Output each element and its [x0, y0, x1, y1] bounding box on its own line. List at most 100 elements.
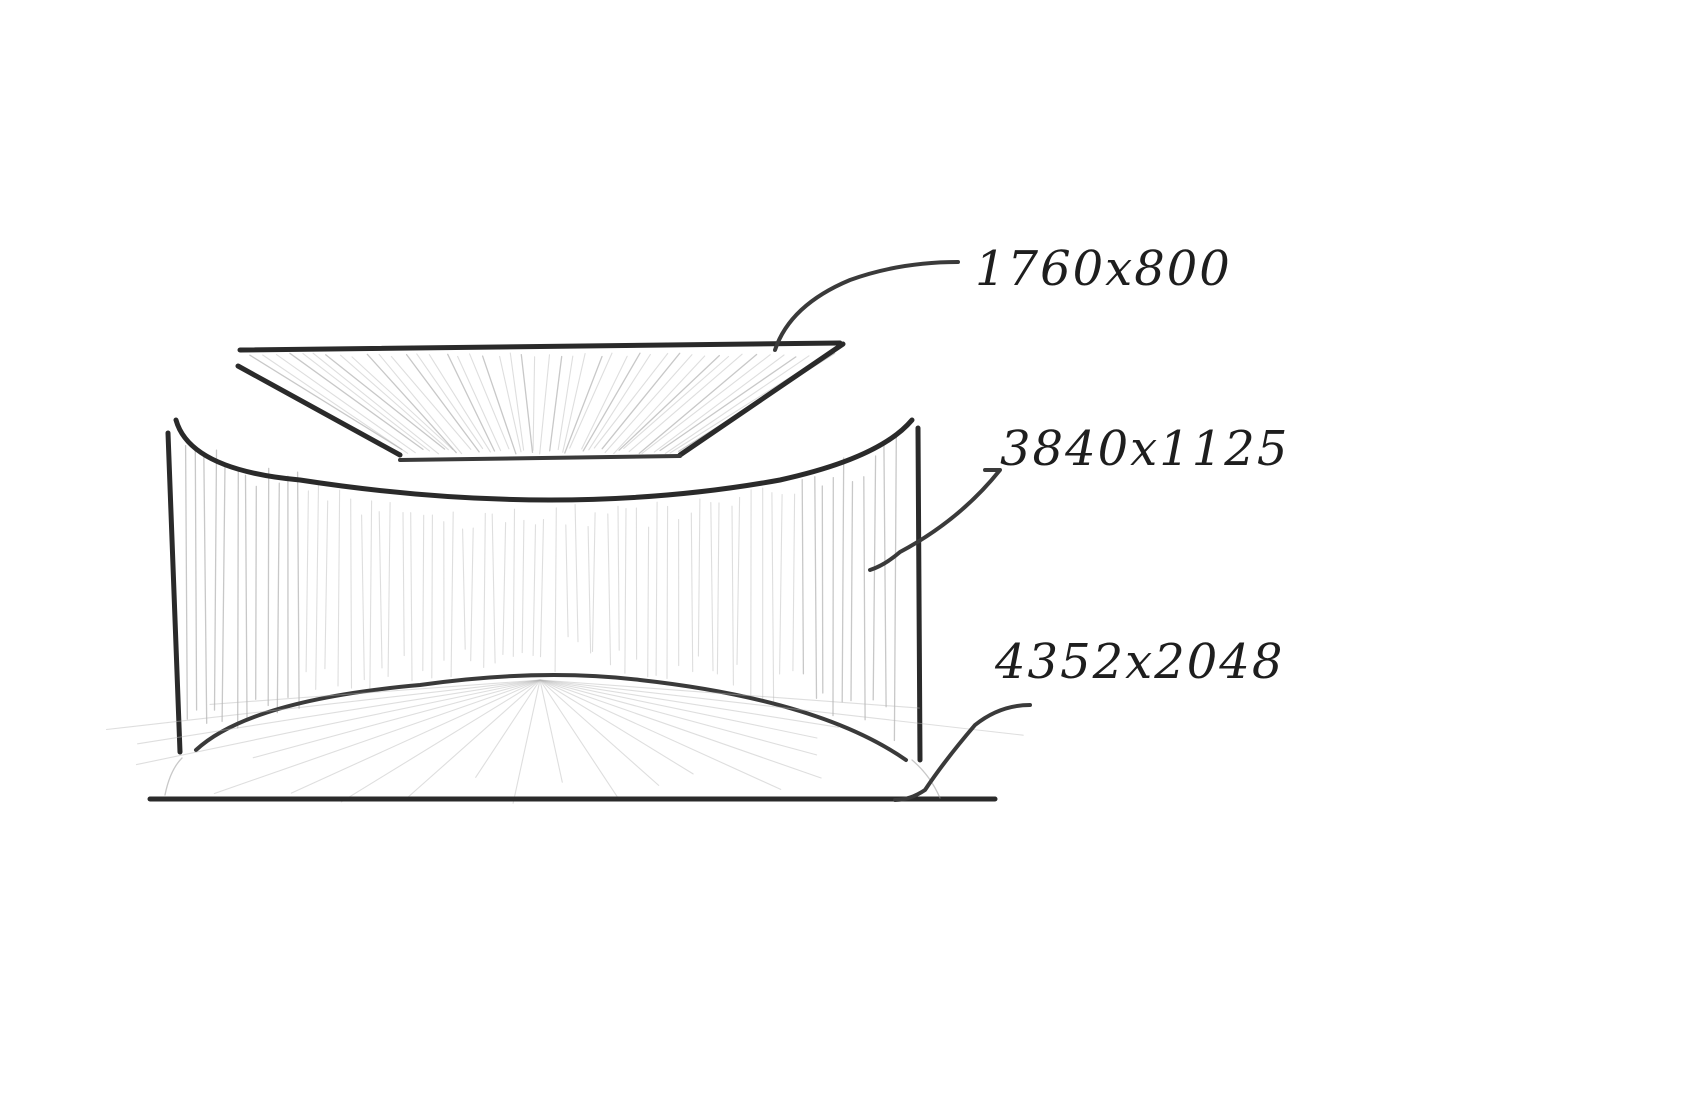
- label-floor: 4352x2048: [994, 634, 1284, 690]
- hatch-stroke: [351, 499, 352, 688]
- hatch-stroke: [403, 513, 404, 656]
- hatch-stroke: [268, 468, 269, 705]
- wall-left-edge: [168, 433, 180, 752]
- top-plate: [238, 343, 843, 460]
- hatch-stroke: [463, 529, 466, 649]
- hatch-stroke: [513, 509, 514, 656]
- hatch-stroke: [484, 513, 486, 667]
- curved-wall: [168, 420, 920, 760]
- hatch-stroke: [256, 486, 257, 699]
- wall-right-edge: [918, 428, 920, 760]
- hatch-stroke: [521, 355, 532, 453]
- hatch-stroke: [186, 446, 188, 719]
- hatch-stroke: [541, 520, 544, 657]
- hatch-stroke: [215, 450, 217, 710]
- hatch-stroke: [451, 512, 453, 677]
- hatch-stroke: [290, 353, 423, 449]
- hatch-stroke: [660, 357, 796, 451]
- hatch-stroke: [608, 514, 611, 665]
- hatch-stroke: [277, 483, 279, 712]
- hatch-stroke: [894, 437, 896, 741]
- top-plate-right-edge: [680, 344, 843, 455]
- hatch-stroke: [458, 356, 501, 450]
- hatch-stroke: [214, 680, 540, 794]
- wall-top-curve: [176, 420, 912, 500]
- hatch-stroke: [107, 680, 541, 730]
- hatch-stroke: [204, 452, 207, 723]
- hatch-stroke: [325, 501, 328, 669]
- top-plate-hatching: [250, 353, 835, 454]
- hatch-stroke: [210, 680, 540, 704]
- hatch-stroke: [566, 525, 568, 637]
- hatch-stroke: [737, 497, 740, 664]
- hatch-stroke: [593, 513, 596, 652]
- hatch-stroke: [533, 525, 535, 656]
- hatch-stroke: [602, 353, 680, 448]
- hatch-stroke: [298, 472, 300, 708]
- hatch-stroke: [540, 680, 1023, 735]
- hatch-stroke: [411, 513, 412, 681]
- leader-curved-wall: [870, 470, 1000, 570]
- hatch-stroke: [540, 355, 550, 454]
- hatch-stroke: [864, 477, 865, 720]
- hatch-stroke: [470, 354, 509, 449]
- hatch-stroke: [654, 355, 784, 452]
- hatch-stroke: [842, 458, 844, 702]
- label-top-plate: 1760x800: [975, 241, 1232, 297]
- hatch-stroke: [316, 484, 319, 690]
- hatch-stroke: [540, 680, 693, 774]
- hatch-stroke: [851, 482, 853, 701]
- hatch-stroke: [575, 505, 578, 642]
- hatch-stroke: [277, 355, 416, 453]
- hatch-stroke: [503, 523, 506, 655]
- hatch-stroke: [555, 508, 556, 672]
- hatch-stroke: [625, 509, 626, 674]
- top-plate-top-edge: [240, 343, 840, 350]
- hatch-stroke: [471, 528, 474, 661]
- hatch-stroke: [884, 441, 886, 706]
- hatch-stroke: [263, 355, 408, 453]
- hatch-stroke: [522, 520, 524, 652]
- top-plate-bottom-edge: [400, 456, 680, 460]
- hatch-stroke: [656, 502, 657, 675]
- hatch-stroke: [540, 680, 817, 738]
- hatch-stroke: [238, 469, 239, 728]
- hatch-stroke: [802, 480, 803, 674]
- hatch-stroke: [250, 355, 402, 449]
- hatch-stroke: [772, 493, 774, 702]
- hatch-stroke: [222, 465, 225, 722]
- hatch-stroke: [540, 680, 919, 708]
- hatch-stroke: [513, 680, 540, 803]
- hatch-stroke: [667, 506, 668, 678]
- hatch-stroke: [629, 354, 742, 451]
- hatch-stroke: [540, 680, 562, 782]
- hatch-stroke: [873, 456, 875, 700]
- hatch-stroke: [306, 491, 308, 672]
- hatch-stroke: [432, 515, 433, 678]
- hatch-stroke: [388, 503, 390, 677]
- hatch-stroke: [732, 506, 733, 685]
- hatch-stroke: [540, 680, 821, 778]
- leader-top-plate: [775, 262, 958, 350]
- hatch-stroke: [195, 451, 196, 710]
- hatch-stroke: [423, 515, 424, 670]
- hatch-stroke: [711, 503, 713, 671]
- floor-left-bump: [165, 758, 182, 795]
- hatch-stroke: [588, 527, 591, 654]
- hatch-stroke: [648, 527, 649, 677]
- hatch-stroke: [246, 475, 248, 717]
- hatch-stroke: [533, 357, 535, 450]
- curved-wall-hatching: [186, 437, 897, 741]
- hatch-stroke: [341, 355, 449, 450]
- hatch-stroke: [379, 512, 382, 668]
- hatch-stroke: [362, 515, 365, 680]
- hatch-stroke: [717, 503, 719, 674]
- hatch-stroke: [341, 680, 540, 802]
- hatch-stroke: [370, 501, 372, 690]
- hatch-stroke: [492, 514, 495, 663]
- hatch-stroke: [780, 495, 783, 674]
- hatch-stroke: [698, 499, 700, 656]
- hatch-stroke: [822, 486, 823, 693]
- floor-right-bump: [912, 760, 940, 798]
